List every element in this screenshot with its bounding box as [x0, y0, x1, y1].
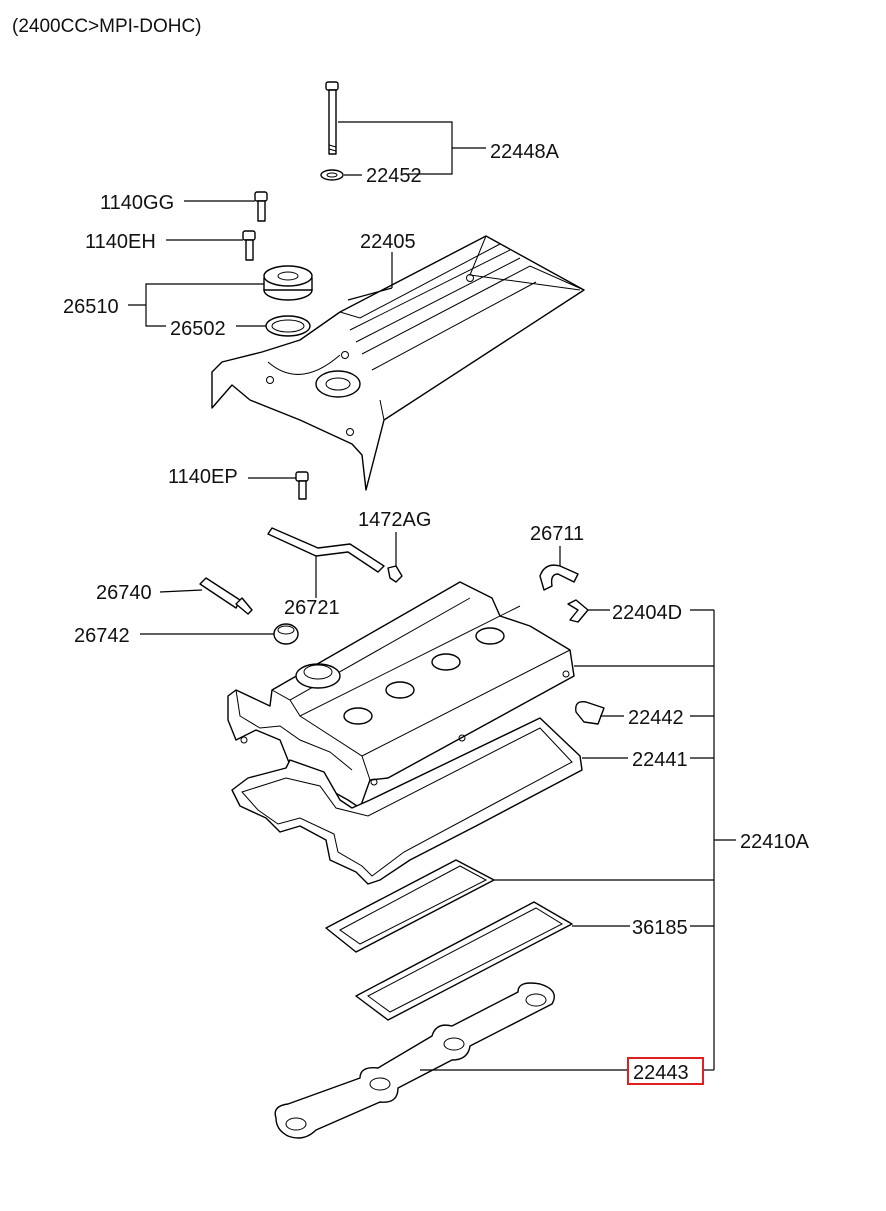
hose-26721 [267, 527, 385, 573]
label-22442[interactable]: 22442 [628, 707, 684, 729]
label-36185[interactable]: 36185 [632, 917, 688, 939]
label-26740[interactable]: 26740 [96, 582, 152, 604]
label-22448A[interactable]: 22448A [490, 141, 560, 163]
hose-26711 [539, 564, 579, 591]
grommet-26742 [273, 623, 299, 645]
label-1140EH[interactable]: 1140EH [85, 231, 156, 253]
diagram-title: (2400CC>MPI-DOHC) [12, 16, 202, 37]
baffle-plate-36185-lower [355, 901, 573, 1021]
oil-filler-cap-26510 [263, 265, 313, 301]
bolt-1140EH [242, 230, 256, 261]
label-26742[interactable]: 26742 [74, 625, 130, 647]
label-22404D[interactable]: 22404D [612, 602, 682, 624]
gasket-22441 [231, 717, 583, 885]
highlight-box [627, 1057, 704, 1085]
pcv-valve-26740 [199, 577, 253, 615]
clip-1472AG [387, 565, 403, 583]
rocker-cover-22410A [227, 581, 575, 809]
washer-22452 [320, 169, 344, 181]
label-22410A[interactable]: 22410A [740, 831, 810, 853]
label-1140EP[interactable]: 1140EP [168, 466, 238, 488]
label-26711[interactable]: 26711 [530, 523, 584, 545]
label-22441[interactable]: 22441 [632, 749, 688, 771]
label-1140GG[interactable]: 1140GG [100, 192, 174, 214]
label-22405[interactable]: 22405 [360, 231, 416, 253]
label-22452[interactable]: 22452 [366, 165, 422, 187]
engine-cover-22405 [211, 235, 585, 491]
label-26721[interactable]: 26721 [284, 597, 340, 619]
label-26502[interactable]: 26502 [170, 318, 226, 340]
label-22443[interactable]: 22443 [633, 1062, 689, 1084]
gasket-26502 [265, 315, 311, 337]
bolt-1140EP [295, 471, 309, 500]
bolt-1140GG [254, 191, 268, 222]
label-26510[interactable]: 26510 [63, 296, 119, 318]
label-1472AG[interactable]: 1472AG [358, 509, 431, 531]
gasket-22443 [274, 982, 555, 1139]
breather-22442 [575, 701, 605, 725]
bolt-22448A [325, 81, 339, 155]
hose-22404D [567, 599, 589, 623]
